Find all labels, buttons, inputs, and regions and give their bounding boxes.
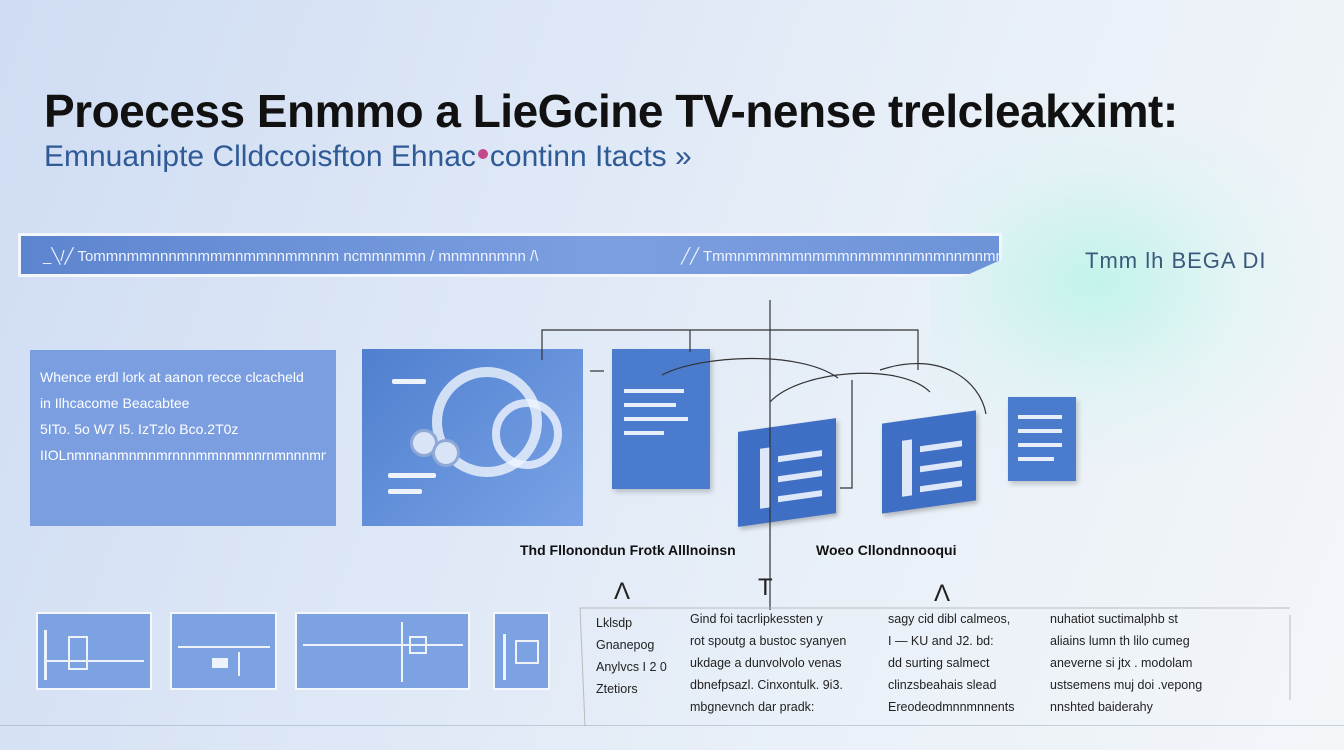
note-column-4: nuhatiot suctimalphb st aliains lumn th … [1050, 612, 1203, 714]
machinery-image-panel [362, 349, 583, 526]
banner-text-right: ╱╱ Tmmnmmnmmnmmmnmmmnnmnmnnmnmnnm [681, 248, 1025, 265]
tee-marker: T [758, 574, 773, 601]
peak-marker: Λ [614, 578, 631, 605]
note-column-3: sagy cid dibl calmeos, I — KU and J2. bd… [888, 612, 1015, 714]
thumbnail-4 [493, 612, 550, 690]
subtitle-text-start: Emnuanipte Clldccoisfton Ehnac [44, 140, 476, 173]
gear-small-icon [492, 399, 562, 469]
thumbnail-3 [295, 612, 470, 690]
thumbnail-2 [170, 612, 277, 690]
info-line-2: in Ilhcacome Beacabtee [40, 395, 190, 411]
page-subtitle: Emnuanipte Clldccoisfton Ehnac continn It… [44, 140, 692, 174]
thumbnail-1 [36, 612, 152, 690]
info-line-4: IIOLnmnnanmnmnmrnnnmmnnmnnrnmnnnmmnn [40, 447, 326, 463]
subtitle-text-end: continn Itacts » [489, 140, 692, 173]
caption-left: Thd Fllonondun Frotk Alllnoinsn [520, 542, 736, 558]
note-column-1: Lklsdp Gnanepog Anylvcs I 2 0 Ztetiors [596, 616, 667, 696]
page-title: Proecess Enmmo a LieGcine TV-nense trelc… [44, 85, 1178, 137]
note-column-2: Gind foi tacrlipkessten y rot spoutg a b… [690, 612, 847, 714]
node-icon [432, 439, 460, 467]
text-line-icon [388, 473, 436, 478]
document-icon [612, 349, 710, 489]
banner-text-left: _╲/╱ Tommnmmnnnmnmmmnmmnnmmnnm ncmmnmmn … [43, 248, 539, 265]
text-line-icon [392, 379, 426, 384]
side-label: Tmm lh BEGA DI [1085, 248, 1267, 273]
document-small-icon [1008, 397, 1076, 481]
footer-divider [0, 725, 1344, 726]
info-box: Whence erdl lork at aanon recce clcachel… [30, 350, 336, 526]
connector-line [840, 380, 853, 489]
connector-line [879, 362, 987, 415]
header-banner: _╲/╱ Tommnmmnnnmnmmmnmmnnmmnnm ncmmnmmn … [18, 233, 1002, 277]
subtitle-marker-icon [477, 149, 488, 160]
caption-right: Woeo Cllondnnooqui [816, 542, 957, 558]
connector-line [579, 607, 1290, 727]
info-line-1: Whence erdl lork at aanon recce clcachel… [40, 369, 304, 385]
connector-line [769, 372, 931, 403]
connector-line [541, 329, 919, 370]
peak-marker: Λ [934, 580, 951, 607]
connector-line [661, 357, 839, 379]
info-line-3: 5ITo. 5o W7 I5. IzTzlo Bco.2T0z [40, 421, 239, 437]
text-line-icon [388, 489, 422, 494]
